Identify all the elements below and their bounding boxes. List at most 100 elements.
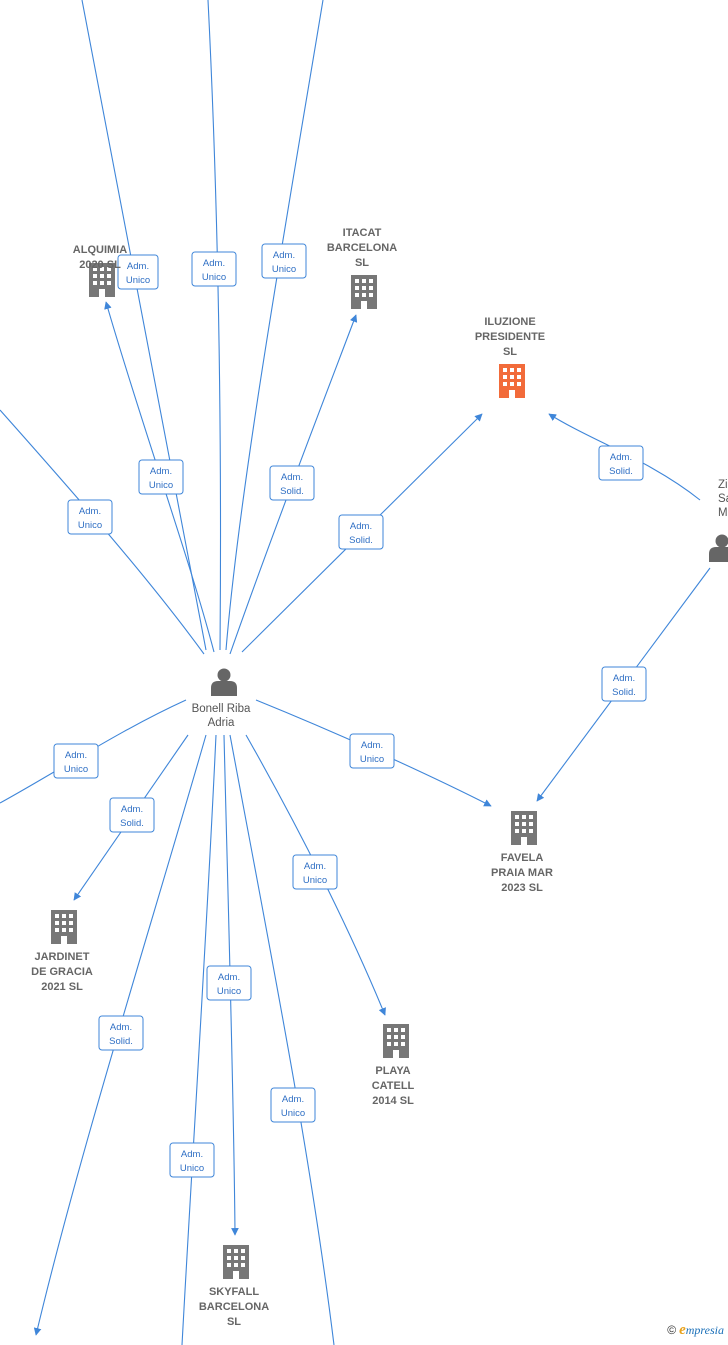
edge-label-text: Adm.	[304, 861, 326, 872]
edge-label-e13[interactable]: Adm.Unico	[292, 854, 338, 890]
edge-label-e15[interactable]: Adm. Solid.	[98, 1015, 144, 1051]
edge-label-e2[interactable]: Adm. Unico	[191, 251, 237, 287]
person-icon	[709, 534, 728, 562]
edge-label-text: Unico	[126, 275, 150, 286]
node-label-line: SL	[503, 346, 517, 358]
edge-labels-layer: Adm.UnicoAdm.UnicoAdm.UnicoAdm.UnicoAdm.…	[53, 243, 647, 1178]
edge-label-text: Adm.	[121, 804, 143, 815]
node-label-line: ITACAT	[343, 227, 382, 239]
edge-label-text: Unico	[149, 480, 173, 491]
node-iluzione[interactable]: ILUZIONE PRESIDENTE SL	[475, 316, 545, 398]
edge-label-e14[interactable]: Adm.Unico	[206, 965, 252, 1001]
edge-label-text: Adm.	[613, 673, 635, 684]
node-label-line: SL	[227, 1316, 241, 1328]
node-label-line: 2021 SL	[41, 981, 83, 993]
node-playa[interactable]: PLAYA CATELL 2014 SL	[372, 1024, 415, 1107]
edge-label-text: Adm.	[127, 261, 149, 272]
node-jardinet[interactable]: JARDINET DE GRACIA 2021 SL	[31, 910, 93, 993]
edge-label-text: Adm.	[218, 972, 240, 983]
edge-label-text: Solid.	[349, 535, 373, 546]
edge-label-e5[interactable]: Adm.Solid.	[269, 465, 315, 501]
edge-label-e12[interactable]: Adm. Solid.	[109, 797, 155, 833]
node-ziga[interactable]: ZigaSapMaxim	[709, 479, 728, 562]
node-label-line: SKYFALL	[209, 1286, 259, 1298]
edge-label-text: Unico	[360, 754, 384, 765]
node-label-line: 2023 SL	[501, 882, 543, 894]
node-label-line: ALQUIMIA	[73, 244, 127, 256]
node-favela[interactable]: FAVELA PRAIA MAR 2023 SL	[491, 811, 553, 894]
building-icon	[499, 364, 525, 398]
edge-label-text: Solid.	[280, 486, 304, 497]
brand-initial: e	[679, 1322, 686, 1338]
edge-label-text: Adm.	[181, 1149, 203, 1160]
edge-label-text: Solid.	[120, 818, 144, 829]
edge-label-e8[interactable]: Adm. Solid.	[598, 445, 644, 481]
node-label-line: FAVELA	[501, 852, 544, 864]
node-label-line: PLAYA	[375, 1065, 410, 1077]
node-label-line: CATELL	[372, 1080, 415, 1092]
edge-label-e9[interactable]: Adm. Solid.	[601, 666, 647, 702]
edge-label-text: Solid.	[612, 687, 636, 698]
copyright-symbol: ©	[667, 1323, 677, 1337]
edge-label-text: Adm.	[110, 1022, 132, 1033]
edge-line-top-2	[207, 0, 222, 651]
node-label-line: 2020 SL	[79, 259, 121, 271]
edge-label-text: Unico	[64, 764, 88, 775]
building-icon	[51, 910, 77, 944]
edge-label-e4[interactable]: Adm. Unico	[138, 459, 184, 495]
edge-label-e7[interactable]: Adm. Solid.	[338, 514, 384, 550]
edge-label-e1[interactable]: Adm. Unico	[117, 254, 159, 290]
edge-line-bottom-mid	[181, 734, 217, 1345]
edge-line-top-3	[225, 0, 324, 651]
node-label-line: PRAIA MAR	[491, 867, 553, 879]
edge-label-text: Adm.	[79, 506, 101, 517]
node-skyfall[interactable]: SKYFALL BARCELONA SL	[199, 1245, 269, 1328]
edge-label-text: Adm.	[203, 258, 225, 269]
edge-label-text: Solid.	[609, 466, 633, 477]
edge-label-text: Adm.	[610, 452, 632, 463]
edge-label-text: Unico	[180, 1163, 204, 1174]
node-label-line: Sap	[718, 493, 728, 505]
building-icon	[511, 811, 537, 845]
node-label-line: SL	[355, 257, 369, 269]
person-icon	[211, 668, 237, 696]
node-alquimia[interactable]: ALQUIMIA 2020 SL	[73, 244, 127, 297]
edge-label-e6[interactable]: Adm. Unico	[67, 499, 113, 535]
edge-label-e17[interactable]: Adm. Unico	[169, 1142, 215, 1178]
edge-label-e10[interactable]: Adm. Unico	[53, 743, 99, 779]
edge-label-e11[interactable]: Adm. Unico	[349, 733, 395, 769]
building-icon	[223, 1245, 249, 1279]
edge-line-top-1	[81, 0, 207, 651]
edge-label-text: Solid.	[109, 1036, 133, 1047]
edge-label-text: Adm.	[273, 250, 295, 261]
node-label-line: BARCELONA	[199, 1301, 269, 1313]
node-label-line: Bonell Riba	[192, 703, 251, 715]
edge-label-text: Unico	[202, 272, 226, 283]
node-label-line: Ziga	[718, 479, 728, 491]
node-label-line: 2014 SL	[372, 1095, 414, 1107]
node-label-line: JARDINET	[34, 951, 89, 963]
node-label-line: Adria	[208, 717, 235, 729]
edge-label-text: Unico	[272, 264, 296, 275]
node-label-line: Maxim	[718, 507, 728, 519]
node-label-line: DE GRACIA	[31, 966, 93, 978]
node-label-line: ILUZIONE	[484, 316, 535, 328]
edge-label-e16[interactable]: Adm.Unico	[270, 1087, 316, 1123]
edge-label-text: Unico	[281, 1108, 305, 1119]
edge-label-text: Adm.	[150, 466, 172, 477]
edge-label-text: Adm.	[361, 740, 383, 751]
empresia-watermark: ©empresia	[667, 1322, 724, 1339]
edge-label-text: Adm.	[65, 750, 87, 761]
building-icon	[351, 275, 377, 309]
edge-label-e3[interactable]: Adm. Unico	[261, 243, 307, 279]
edge-label-text: Unico	[78, 520, 102, 531]
edge-line-bottom-right	[229, 734, 335, 1345]
edge-label-text: Adm.	[350, 521, 372, 532]
node-label-line: PRESIDENTE	[475, 331, 545, 343]
brand-name: mpresia	[685, 1323, 724, 1337]
building-icon	[383, 1024, 409, 1058]
